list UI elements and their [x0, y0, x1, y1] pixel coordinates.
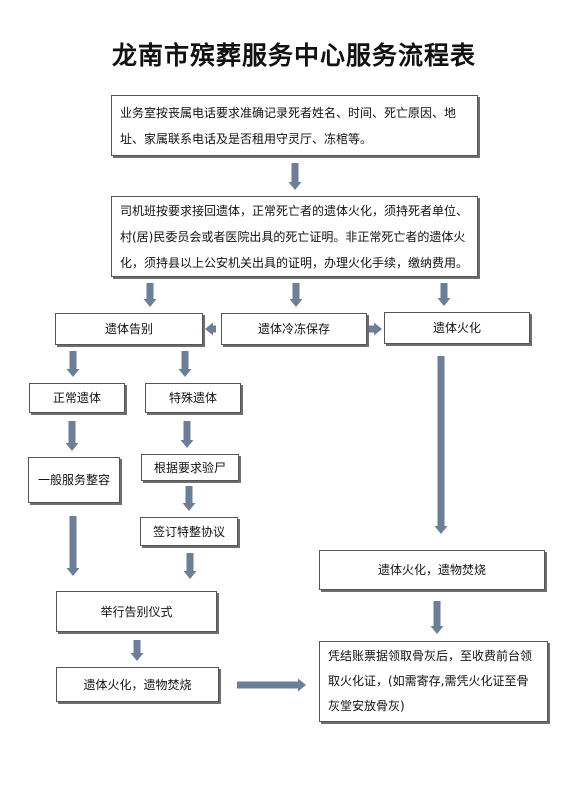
step-farewell-text: 遗体告别 [104, 322, 153, 336]
arrow-general-to-ceremony [66, 516, 80, 576]
arrow-pickup-to-cremation [437, 283, 451, 306]
step-cold-storage-text: 遗体冷冻保存 [257, 322, 330, 336]
arrow-intake-to-pickup [288, 163, 302, 190]
step-ceremony-text: 举行告别仪式 [100, 604, 173, 619]
step-cremation-burn-left-text: 遗体火化，遗物焚烧 [83, 677, 192, 692]
step-normal-body-text: 正常遗体 [52, 391, 101, 405]
arrow-agreement-to-ceremony [183, 553, 197, 579]
arrow-ceremony-to-burn [130, 640, 144, 661]
arrow-special-to-inspect [180, 421, 194, 448]
step-inspect-body-text: 根据要求验尸 [153, 460, 226, 475]
step-farewell-box: 遗体告别 [55, 313, 203, 345]
step-normal-body-box: 正常遗体 [29, 383, 125, 413]
step-cremation-burn-right-text: 遗体火化，遗物焚烧 [377, 563, 486, 577]
step-special-body-box: 特殊遗体 [145, 383, 241, 413]
arrow-farewell-to-special [178, 351, 192, 377]
arrow-cremation-to-burn [434, 356, 448, 534]
step-intake-text: 业务室按丧属电话要求准确记录死者姓名、时间、死亡原因、地址、家属联系电话及是否租… [120, 105, 457, 146]
step-intake-box: 业务室按丧属电话要求准确记录死者姓名、时间、死亡原因、地址、家属联系电话及是否租… [111, 95, 478, 156]
step-cremation-text: 遗体火化 [432, 321, 481, 335]
arrow-cold-storage-to-cremation [369, 322, 382, 336]
arrow-pickup-to-farewell [143, 283, 157, 307]
step-sign-agreement-box: 签订特整协议 [140, 517, 238, 546]
step-cremation-burn-left-box: 遗体火化，遗物焚烧 [56, 667, 219, 702]
arrow-burn-to-collect [430, 601, 444, 634]
step-special-body-text: 特殊遗体 [168, 391, 217, 405]
arrow-farewell-to-normal [66, 351, 80, 377]
arrow-cold-storage-to-farewell [205, 322, 216, 336]
step-cold-storage-box: 遗体冷冻保存 [221, 313, 367, 345]
step-inspect-body-box: 根据要求验尸 [141, 454, 239, 481]
page-title: 龙南市殡葬服务中心服务流程表 [111, 41, 476, 70]
arrow-burn-to-collect-left [237, 678, 306, 692]
arrow-normal-to-general [65, 421, 79, 451]
step-ceremony-box: 举行告别仪式 [56, 591, 217, 632]
step-cremation-box: 遗体火化 [384, 312, 530, 344]
step-pickup-text: 司机班按要求接回遗体，正常死亡者的遗体火化，须持死者单位、村(居)民委员会或者医… [120, 203, 469, 270]
step-collect-ashes-text: 凭结账票据领取骨灰后，至收费前台领取火化证，(如需寄存,需凭火化证至骨灰堂安放骨… [328, 649, 533, 713]
step-collect-ashes-box: 凭结账票据领取骨灰后，至收费前台领取火化证，(如需寄存,需凭火化证至骨灰堂安放骨… [319, 641, 548, 722]
step-pickup-box: 司机班按要求接回遗体，正常死亡者的遗体火化，须持死者单位、村(居)民委员会或者医… [111, 196, 478, 277]
arrow-pickup-to-cold-storage [289, 283, 303, 307]
step-cremation-burn-right-box: 遗体火化，遗物焚烧 [319, 550, 545, 590]
step-general-service-box: 一般服务整容 [28, 457, 120, 503]
step-general-service-text: 一般服务整容 [37, 473, 110, 487]
step-sign-agreement-text: 签订特整协议 [152, 524, 225, 539]
arrow-inspect-to-agreement [182, 486, 196, 511]
